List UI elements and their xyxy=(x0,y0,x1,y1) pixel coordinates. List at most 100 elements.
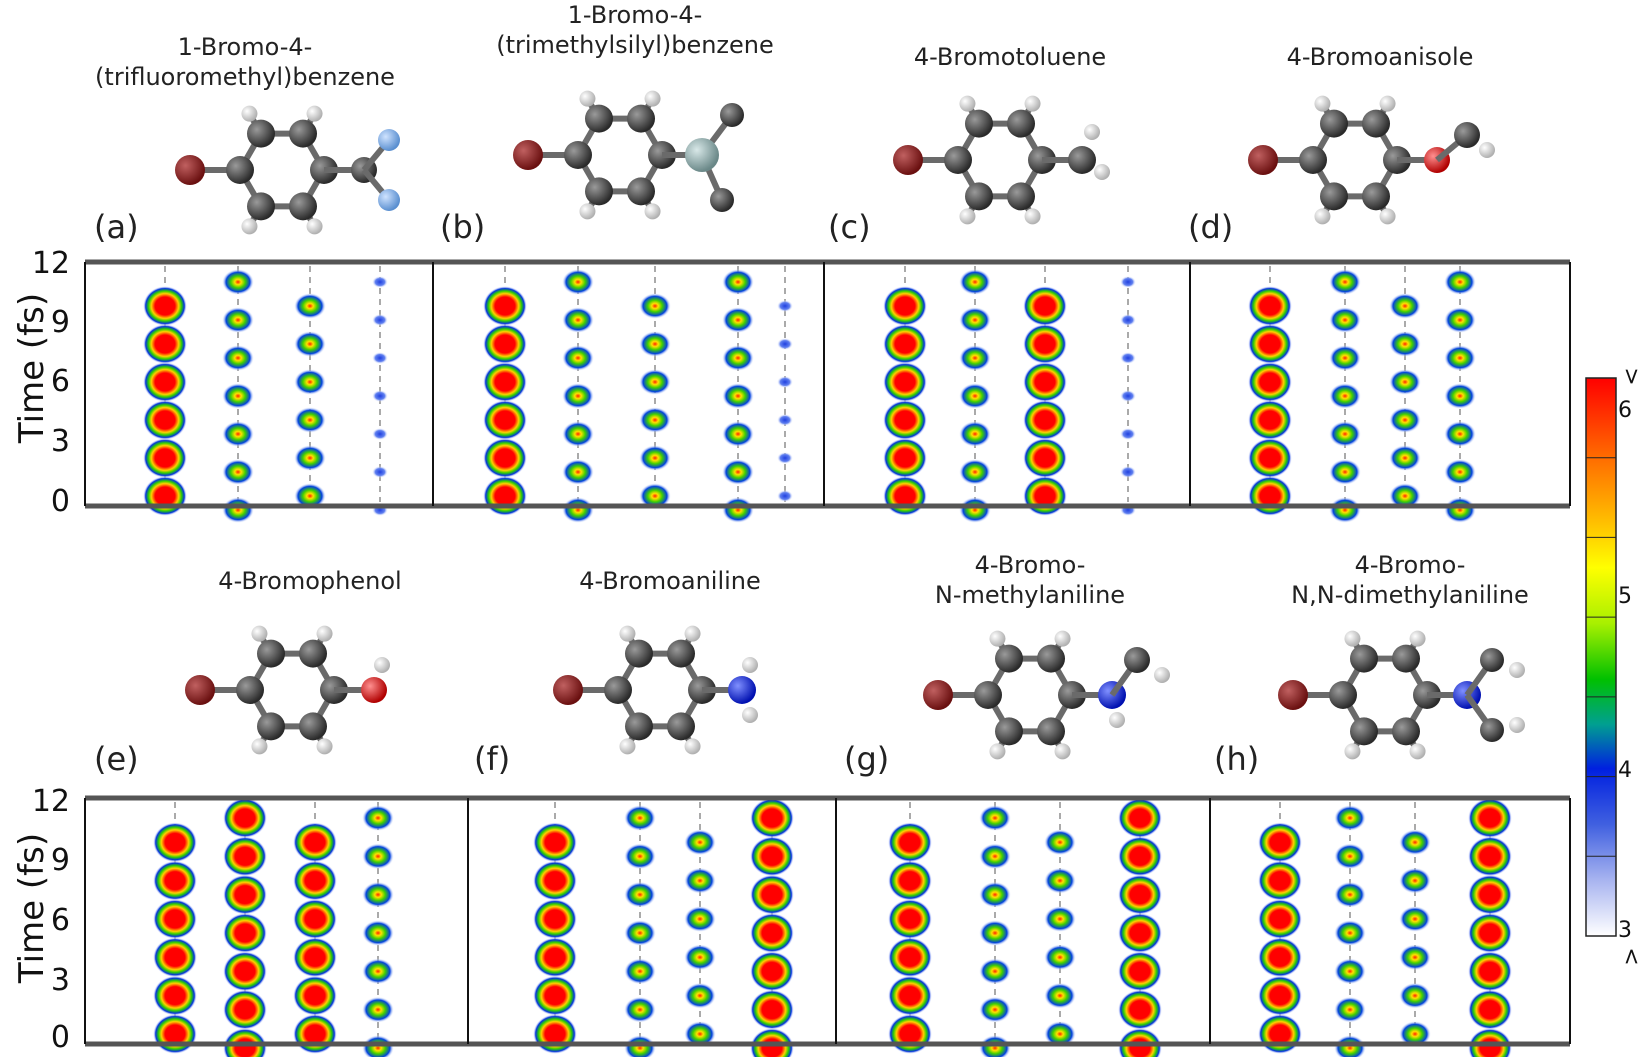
intensity-blob xyxy=(624,996,656,1023)
title-g: 4-Bromo- N-methylaniline xyxy=(880,550,1180,610)
carbon-atom xyxy=(585,104,613,133)
carbon-atom xyxy=(625,712,653,741)
panel-label-c: (c) xyxy=(828,208,871,246)
bromine-atom xyxy=(175,155,205,185)
intensity-blob xyxy=(639,331,671,357)
intensity-blob xyxy=(1389,407,1421,433)
intensity-blob xyxy=(624,881,656,908)
carbon-atom xyxy=(1392,644,1420,673)
intensity-blob xyxy=(777,338,793,350)
carbon-atom xyxy=(1124,647,1150,673)
carbon-atom xyxy=(289,119,317,148)
silicon-atom xyxy=(685,138,719,172)
intensity-blob xyxy=(883,362,927,402)
intensity-blob xyxy=(1044,829,1076,856)
intensity-blob xyxy=(533,1014,577,1054)
intensity-blob xyxy=(722,269,754,295)
intensity-blob xyxy=(979,920,1011,946)
hydrogen-atom xyxy=(374,657,390,673)
hydrogen-atom xyxy=(619,625,636,642)
title-b-line1: 1-Bromo-4- xyxy=(567,1,703,29)
hydrogen-atom xyxy=(959,95,976,112)
intensity-blob xyxy=(222,269,254,295)
intensity-blob xyxy=(1258,937,1302,978)
intensity-blob xyxy=(750,951,794,992)
intensity-blob xyxy=(1118,951,1162,992)
hydrogen-atom xyxy=(989,630,1006,647)
ytick-top-9: 9 xyxy=(50,305,70,340)
hydrogen-atom xyxy=(1109,712,1125,728)
heatmaps xyxy=(143,266,1512,1057)
intensity-blob xyxy=(883,286,927,326)
intensity-blob xyxy=(1399,906,1431,932)
bromine-atom xyxy=(923,680,953,710)
nitrogen-atom xyxy=(728,676,756,704)
carbon-atom xyxy=(257,712,285,741)
molecule-a xyxy=(175,105,400,235)
intensity-blob xyxy=(362,920,394,946)
intensity-blob xyxy=(1120,276,1136,288)
intensity-blob xyxy=(483,362,527,402)
intensity-blob xyxy=(750,913,794,953)
carbon-atom xyxy=(585,177,613,206)
intensity-blob xyxy=(1023,324,1067,364)
hydrogen-atom xyxy=(619,738,636,755)
intensity-blob xyxy=(562,269,594,295)
intensity-blob xyxy=(362,881,394,908)
intensity-blob xyxy=(1444,421,1476,447)
carbon-atom xyxy=(1007,182,1035,211)
intensity-blob xyxy=(1329,459,1361,485)
intensity-blob xyxy=(777,376,793,388)
intensity-blob xyxy=(1248,362,1292,402)
intensity-blob xyxy=(1258,899,1302,939)
ylabel-top: Time (fs) xyxy=(12,292,52,444)
hydrogen-atom xyxy=(742,657,758,673)
carbon-atom xyxy=(1037,717,1065,746)
intensity-blob xyxy=(722,383,754,409)
intensity-blob xyxy=(959,421,991,447)
intensity-blob xyxy=(222,497,254,523)
molecules xyxy=(175,90,1525,760)
intensity-blob xyxy=(1023,362,1067,402)
intensity-blob xyxy=(624,920,656,946)
title-a: 1-Bromo-4- (trifluoromethyl)benzene xyxy=(60,32,430,92)
intensity-blob xyxy=(153,899,197,939)
hydrogen-atom xyxy=(959,208,976,225)
hydrogen-atom xyxy=(1094,164,1110,180)
intensity-blob xyxy=(222,383,254,409)
hydrogen-atom xyxy=(1509,717,1525,733)
hydrogen-atom xyxy=(644,90,661,107)
intensity-blob xyxy=(1329,383,1361,409)
hydrogen-atom xyxy=(306,218,323,235)
hydrogen-atom xyxy=(251,625,268,642)
carbon-atom xyxy=(974,681,1002,709)
intensity-blob xyxy=(1468,951,1512,992)
carbon-atom xyxy=(1350,717,1378,746)
intensity-blob xyxy=(294,407,326,433)
hydrogen-atom xyxy=(251,738,268,755)
colorbar-tick-6: 6 xyxy=(1618,398,1632,423)
hydrogen-atom xyxy=(742,707,758,723)
hydrogen-atom xyxy=(1054,630,1071,647)
intensity-blob xyxy=(143,324,187,364)
panel-label-h: (h) xyxy=(1214,740,1260,778)
intensity-blob xyxy=(722,345,754,371)
heatmap-panel-e xyxy=(153,798,394,1057)
intensity-blob xyxy=(223,951,267,992)
intensity-blob xyxy=(562,421,594,447)
intensity-blob xyxy=(979,958,1011,985)
intensity-blob xyxy=(1023,438,1067,478)
carbon-atom xyxy=(1392,717,1420,746)
intensity-blob xyxy=(1334,881,1366,908)
intensity-blob xyxy=(293,937,337,978)
intensity-blob xyxy=(143,476,187,516)
title-d-line1: 4-Bromoanisole xyxy=(1286,43,1474,71)
intensity-blob xyxy=(722,421,754,447)
carbon-atom xyxy=(1037,644,1065,673)
title-d: 4-Bromoanisole xyxy=(1230,42,1530,72)
title-f-line1: 4-Bromoaniline xyxy=(579,567,761,595)
intensity-blob xyxy=(684,906,716,932)
hydrogen-atom xyxy=(306,105,323,122)
